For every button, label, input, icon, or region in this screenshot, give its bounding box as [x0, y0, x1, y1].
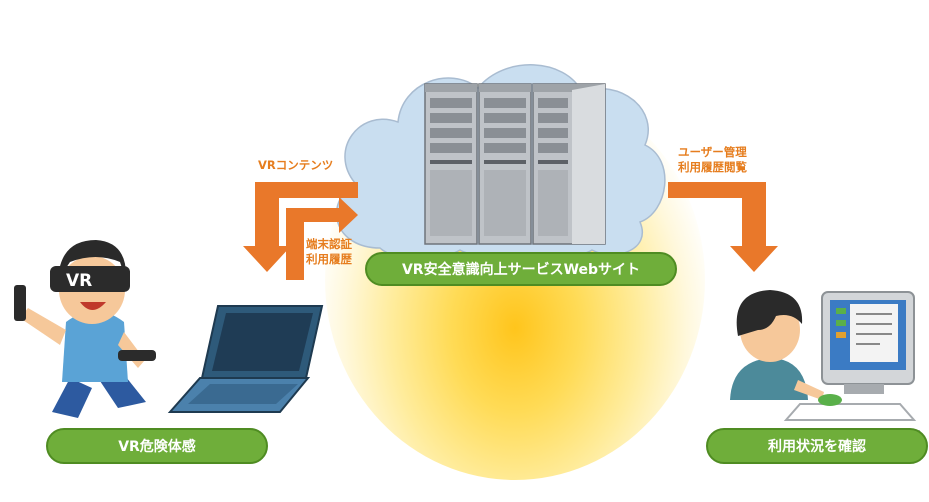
label-terminal-auth-line1: 端末認証	[306, 237, 352, 251]
vr-user-icon: VR	[14, 240, 156, 418]
node-vr-experience: VR危険体感	[46, 428, 268, 464]
server-unit	[424, 83, 478, 245]
server-unit	[532, 83, 606, 245]
label-terminal-auth: 端末認証 利用履歴	[306, 237, 352, 267]
arrow-vr-content	[243, 182, 358, 272]
label-terminal-auth-line2: 利用履歴	[306, 252, 352, 266]
label-user-management-line2: 利用履歴閲覧	[678, 160, 747, 174]
node-usage-check: 利用状況を確認	[706, 428, 928, 464]
headset-label: VR	[66, 271, 92, 291]
label-user-management: ユーザー管理 利用履歴閲覧	[678, 145, 747, 175]
label-vr-content: VRコンテンツ	[258, 158, 334, 172]
desktop-monitor-icon	[750, 291, 920, 434]
server-unit	[478, 83, 532, 245]
label-user-management-line1: ユーザー管理	[678, 145, 747, 159]
arrow-terminal-auth	[286, 197, 358, 280]
arrow-user-management	[668, 182, 778, 272]
node-website: VR安全意識向上サービスWebサイト	[365, 252, 677, 286]
laptop-icon	[167, 305, 324, 413]
admin-user-icon	[730, 290, 824, 400]
server-rack-icon	[424, 83, 606, 245]
